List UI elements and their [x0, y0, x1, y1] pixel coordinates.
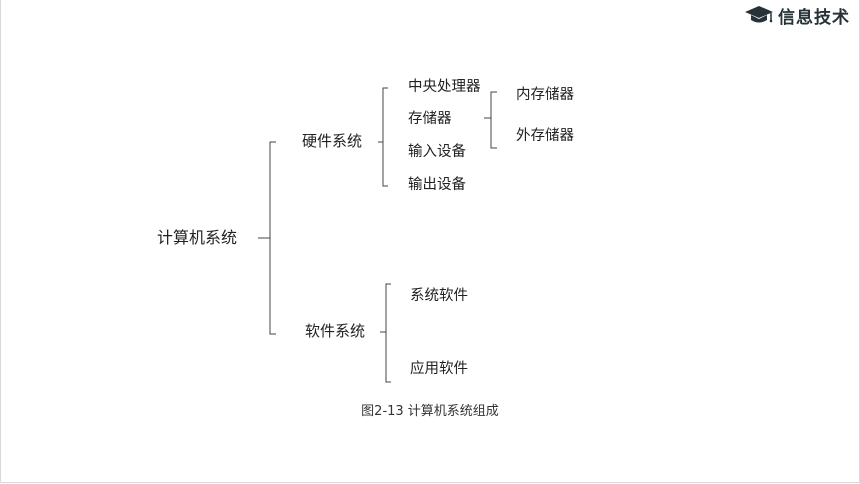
hardware-item-output: 输出设备 [408, 177, 466, 193]
software-item-system: 系统软件 [410, 288, 468, 304]
main-bracket [269, 141, 276, 335]
graduation-cap-icon [745, 6, 773, 23]
hardware-node: 硬件系统 [302, 132, 363, 150]
brand-title: 信息技术 [778, 7, 850, 28]
hardware-item-cpu: 中央处理器 [408, 79, 481, 95]
software-bracket [385, 283, 391, 383]
hardware-item-input: 输入设备 [408, 144, 466, 160]
hardware-bracket [382, 87, 388, 187]
root-node: 计算机系统 [157, 228, 238, 247]
hardware-item-storage: 存储器 [408, 111, 452, 127]
storage-item-internal: 内存储器 [516, 87, 574, 103]
brand-header: 信息技术 [744, 2, 850, 28]
storage-bracket [490, 91, 497, 149]
software-item-application: 应用软件 [410, 361, 468, 377]
figure-caption: 图2-13 计算机系统组成 [361, 404, 499, 419]
storage-item-external: 外存储器 [516, 128, 574, 144]
software-node: 软件系统 [305, 322, 366, 340]
